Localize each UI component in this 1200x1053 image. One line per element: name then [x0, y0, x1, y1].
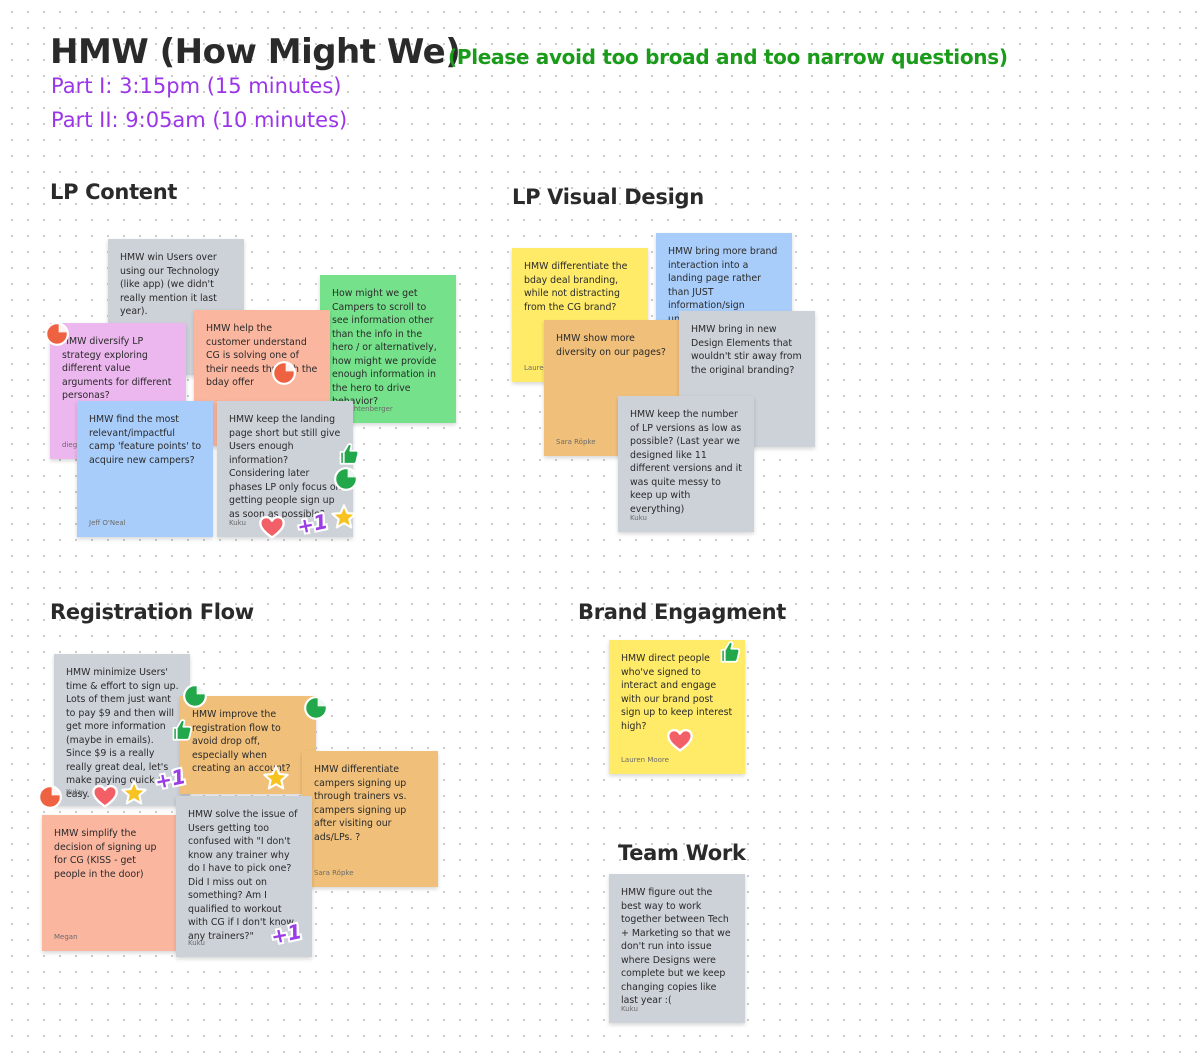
sticky-note-text: HMW diversify LP strategy exploring diff…: [62, 336, 172, 401]
sticky-note-reg-trainers[interactable]: HMW differentiate campers signing up thr…: [302, 751, 438, 887]
heart-icon: [667, 728, 693, 752]
section-lp-visual-design: LP Visual Design: [512, 185, 704, 209]
red-dot-sticker-icon: [45, 322, 69, 346]
part-one-time: Part I: 3:15pm (15 minutes): [51, 74, 342, 98]
thumbs-up-icon: [339, 443, 360, 465]
sticky-note-text: HMW solve the issue of Users getting too…: [188, 809, 298, 942]
sticky-note-reg-minimize[interactable]: HMW minimize Users' time & effort to sig…: [54, 654, 190, 806]
sticky-note-text: HMW help the customer understand CG is s…: [206, 323, 318, 388]
sticky-note-author: Lauren Moore: [621, 756, 669, 764]
sticky-note-lp-scroll[interactable]: How might we get Campers to scroll to se…: [320, 275, 456, 423]
sticky-note-text: HMW win Users over using our Technology …: [120, 252, 220, 317]
section-registration-flow: Registration Flow: [50, 600, 254, 624]
sticky-note-author: Kuku: [229, 519, 246, 527]
heart-icon: [259, 515, 285, 539]
green-dot-sticker-icon: [183, 684, 207, 708]
sticky-note-reg-confused[interactable]: HMW solve the issue of Users getting too…: [176, 796, 312, 957]
sticky-note-visual-brand[interactable]: HMW bring more brand interaction into a …: [656, 233, 792, 325]
sticky-note-author: Sara Röpke: [314, 869, 354, 877]
sticky-note-lp-short[interactable]: HMW keep the landing page short but stil…: [217, 401, 353, 537]
sticky-note-text: HMW bring in new Design Elements that wo…: [691, 324, 802, 376]
board-hint: (Please avoid too broad and too narrow q…: [448, 45, 1008, 69]
green-dot-sticker-icon: [304, 696, 328, 720]
sticky-note-text: HMW show more diversity on our pages?: [556, 333, 666, 358]
sticky-note-text: HMW simplify the decision of signing up …: [54, 828, 157, 880]
sticky-note-brand-direct[interactable]: HMW direct people who've signed to inter…: [609, 640, 745, 774]
sticky-note-reg-improve[interactable]: HMW improve the registration flow to avo…: [180, 696, 316, 794]
sticky-note-text: HMW minimize Users' time & effort to sig…: [66, 667, 179, 800]
sticky-note-text: HMW differentiate campers signing up thr…: [314, 764, 407, 843]
sticky-note-text: HMW figure out the best way to work toge…: [621, 887, 731, 1006]
sticky-note-author: Lauren: [524, 364, 549, 372]
sticky-note-visual-versions[interactable]: HMW keep the number of LP versions as lo…: [618, 396, 754, 532]
sticky-note-lp-feature-points[interactable]: HMW find the most relevant/impactful cam…: [77, 401, 213, 537]
sticky-note-text: HMW find the most relevant/impactful cam…: [89, 414, 202, 466]
sticky-note-text: HMW keep the number of LP versions as lo…: [630, 409, 742, 515]
sticky-note-author: Kuku: [66, 788, 83, 796]
sticky-note-author: Jeff O'Neal: [89, 519, 126, 527]
section-lp-content: LP Content: [50, 180, 178, 204]
sticky-note-author: Kuku: [630, 514, 647, 522]
thumbs-up-icon: [172, 719, 193, 741]
section-brand-engagement: Brand Engagment: [578, 600, 786, 624]
thumbs-up-icon: [720, 641, 741, 663]
part-two-time: Part II: 9:05am (10 minutes): [51, 108, 348, 132]
sticky-note-author: diego: [62, 441, 82, 449]
star-icon: [121, 780, 147, 805]
sticky-note-author: Kuku: [621, 1005, 638, 1013]
heart-icon: [92, 784, 118, 808]
sticky-note-author: Sara Röpke: [556, 438, 596, 446]
sticky-note-author: Kuku: [188, 939, 205, 947]
red-dot-sticker-icon: [272, 361, 296, 385]
sticky-note-text: HMW improve the registration flow to avo…: [192, 709, 291, 774]
star-icon: [331, 504, 357, 529]
sticky-note-text: How might we get Campers to scroll to se…: [332, 288, 437, 407]
board-title: HMW (How Might We): [50, 32, 461, 72]
sticky-note-team-work[interactable]: HMW figure out the best way to work toge…: [609, 874, 745, 1023]
sticky-note-reg-simplify[interactable]: HMW simplify the decision of signing up …: [42, 815, 178, 951]
sticky-note-text: HMW keep the landing page short but stil…: [229, 414, 342, 520]
sticky-note-author: Lichtenberger: [344, 405, 393, 413]
sticky-note-text: HMW direct people who've signed to inter…: [621, 653, 733, 732]
star-icon: [263, 765, 289, 790]
sticky-note-text: HMW differentiate the bday deal branding…: [524, 261, 628, 313]
section-team-work: Team Work: [618, 841, 746, 865]
red-dot-sticker-icon: [38, 785, 62, 809]
sticky-note-author: Megan: [54, 933, 78, 941]
green-dot-sticker-icon: [334, 467, 358, 491]
